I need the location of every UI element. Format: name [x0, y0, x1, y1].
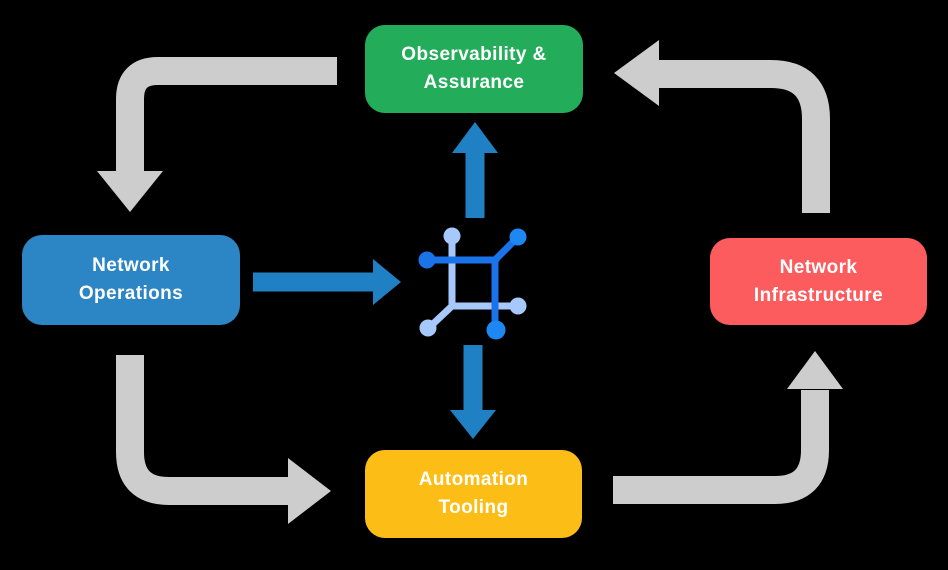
node-label-line: Assurance — [423, 72, 525, 93]
network-platform-icon — [418, 227, 527, 340]
arrow-observability-to-operations — [97, 57, 337, 212]
node-label-line: Network — [779, 256, 858, 278]
arrow-platform-to-tooling — [450, 345, 496, 439]
node-network-operations: Network Operations — [22, 235, 240, 325]
arrow-platform-to-observability — [452, 122, 498, 218]
node-observability-assurance: Observability & Assurance — [365, 25, 583, 113]
node-label-line: Automation — [418, 469, 529, 490]
arrow-operations-to-tooling — [116, 355, 331, 524]
node-automation-tooling: Automation Tooling — [365, 450, 582, 538]
arrow-infrastructure-to-observability — [614, 40, 830, 213]
node-label-line: Tooling — [438, 497, 509, 518]
node-label-line: Observability & — [401, 44, 547, 65]
arrow-tooling-to-infrastructure — [613, 351, 843, 504]
node-label-line: Infrastructure — [753, 284, 884, 306]
node-network-infrastructure: Network Infrastructure — [710, 238, 927, 325]
node-label-line: Network — [92, 255, 170, 276]
arrow-operations-to-platform — [253, 259, 401, 305]
node-label-line: Operations — [78, 283, 184, 304]
